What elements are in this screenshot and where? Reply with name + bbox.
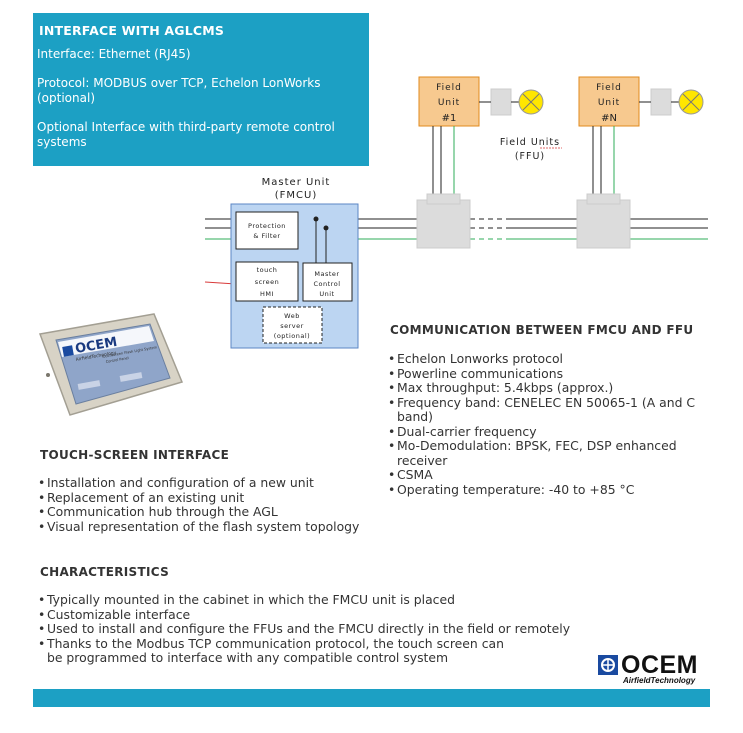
touch-item: Replacement of an existing unit [38, 490, 378, 506]
char-item: Used to install and configure the FFUs a… [38, 621, 583, 637]
control-label: Control [314, 280, 341, 288]
field-unit-n-coupler [576, 199, 631, 249]
interface-title: INTERFACE WITH AGLCMS [39, 23, 225, 38]
comm-item: Mo-Demodulation: BPSK, FEC, DSP enhanced… [388, 438, 708, 468]
field-unit-1-coupler [416, 199, 471, 249]
device-brand: OCEM [74, 335, 118, 357]
interface-list: Interface: Ethernet (RJ45) Protocol: MOD… [37, 47, 363, 164]
interface-item-ethernet: Interface: Ethernet (RJ45) [37, 47, 191, 61]
architecture-diagram: Master Unit (FMCU) Protection & Filter t… [204, 76, 708, 349]
field-unit-1-field: Field [436, 83, 462, 93]
optional-label: (optional) [274, 332, 310, 340]
char-item: Thanks to the Modbus TCP communication p… [38, 636, 517, 666]
master-subtitle: (FMCU) [275, 190, 317, 201]
web-label: Web [284, 312, 300, 320]
ocem-logo: OCEM AirfieldTechnology [597, 651, 712, 686]
filter-label: & Filter [253, 232, 280, 240]
touch-label: touch [257, 266, 278, 274]
protection-label: Protection [248, 222, 286, 230]
field-unit-n-box [578, 76, 640, 127]
hmi-label: HMI [260, 290, 274, 298]
field-unit-1-number: #1 [442, 113, 457, 124]
protection-filter-box [235, 211, 299, 250]
field-unit-1-lamp-icon [518, 89, 544, 115]
touch-screen-list: Installation and configuration of a new … [38, 475, 378, 535]
master-title: Master Unit [262, 177, 331, 188]
master-control-unit-box [302, 262, 353, 302]
logo-brand: OCEM [621, 651, 698, 679]
interface-item-third-party: Optional Interface with third-party remo… [37, 120, 335, 149]
interface-item-protocol: Protocol: MODBUS over TCP, Echelon LonWo… [37, 76, 321, 105]
interface-info-box: INTERFACE WITH AGLCMS Interface: Etherne… [33, 13, 369, 166]
comm-item: Operating temperature: -40 to +85 °C [388, 482, 708, 498]
comm-item: Echelon Lonworks protocol [388, 351, 708, 367]
comm-item: Frequency band: CENELEC EN 50065-1 (A an… [388, 395, 708, 425]
touch-item: Visual representation of the flash syste… [38, 519, 378, 535]
touch-item: Communication hub through the AGL [38, 504, 378, 520]
field-unit-1-box [418, 76, 480, 127]
server-label: server [280, 322, 304, 330]
characteristics-list: Typically mounted in the cabinet in whic… [38, 592, 583, 666]
char-item: Customizable interface [38, 607, 583, 623]
char-item: Typically mounted in the cabinet in whic… [38, 592, 583, 608]
comm-item: Dual-carrier frequency [388, 424, 708, 440]
ocem-logo-mark-icon [598, 655, 618, 675]
comm-item: Max throughput: 5.4kbps (approx.) [388, 380, 708, 396]
device-screen-line-2: Control Panel [105, 356, 129, 364]
field-units-sub: (FFU) [515, 151, 545, 162]
communication-heading: COMMUNICATION BETWEEN FMCU AND FFU [390, 323, 694, 337]
unit-label: Unit [319, 290, 334, 298]
field-units-label: Field Units [500, 137, 560, 148]
web-server-box [262, 306, 323, 344]
touch-panel-device-image: OCEM AirfieldTechnology Touchscreen Flas… [38, 313, 184, 416]
characteristics-heading: CHARACTERISTICS [40, 565, 170, 579]
communication-list: Echelon Lonworks protocol Powerline comm… [388, 351, 708, 498]
touch-item: Installation and configuration of a new … [38, 475, 378, 491]
touch-screen-heading: TOUCH-SCREEN INTERFACE [40, 448, 230, 462]
logo-tagline: AirfieldTechnology [623, 676, 696, 685]
footer-bar [33, 689, 710, 707]
field-unit-1-unit: Unit [438, 98, 460, 108]
comm-item: Powerline communications [388, 366, 708, 382]
bus-gap-dashes [470, 216, 506, 242]
screen-label: screen [255, 278, 280, 286]
ocem-device-logo-icon [62, 345, 74, 357]
field-unit-n-field: Field [596, 83, 622, 93]
field-unit-n-lamp-icon [678, 89, 704, 115]
field-unit-n-unit: Unit [598, 98, 620, 108]
master-label: Master [314, 270, 339, 278]
field-unit-1-driver [490, 88, 512, 116]
comm-item: CSMA [388, 467, 708, 483]
field-unit-n-number: #N [601, 113, 617, 124]
field-unit-n-driver [650, 88, 672, 116]
touch-screen-hmi-box [235, 261, 299, 302]
